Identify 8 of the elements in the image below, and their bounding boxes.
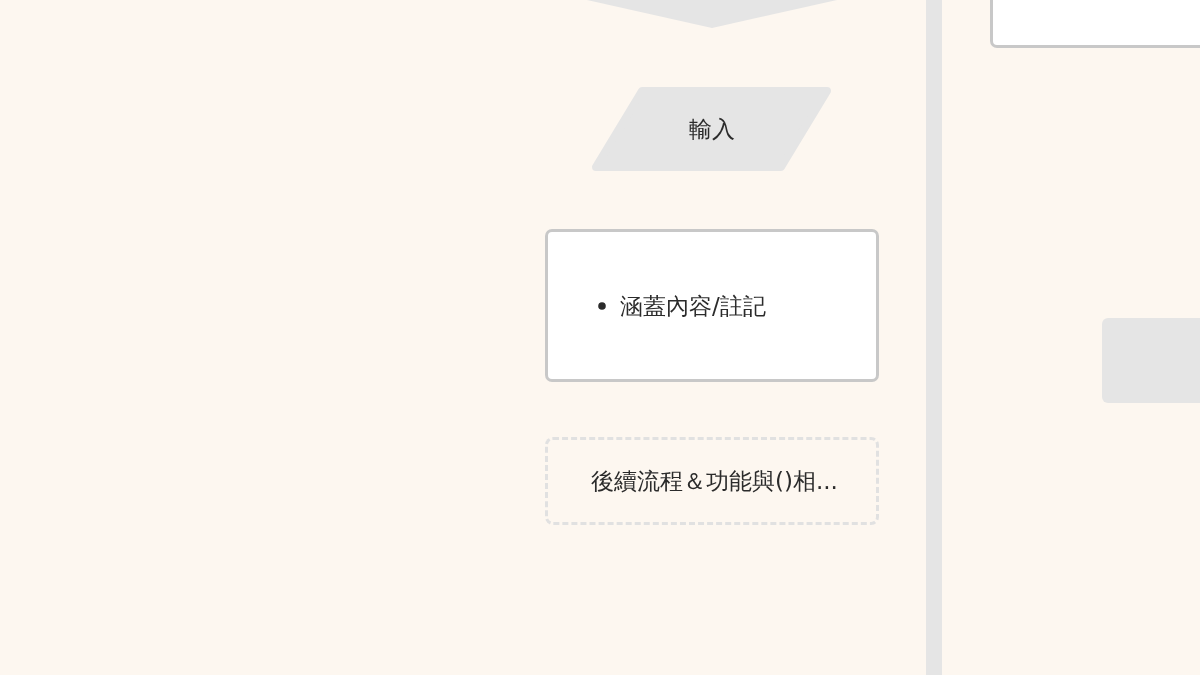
outlined-box [990,0,1200,48]
box-label: 後續流程＆功能與()相... [591,467,838,495]
note-box [545,229,879,382]
node-label: 輸入 [688,115,735,143]
dashed-box [545,437,879,525]
divider-bar [926,0,942,675]
filled-box [1102,318,1200,403]
list-item-text: 涵蓋內容/註記 [620,292,766,320]
